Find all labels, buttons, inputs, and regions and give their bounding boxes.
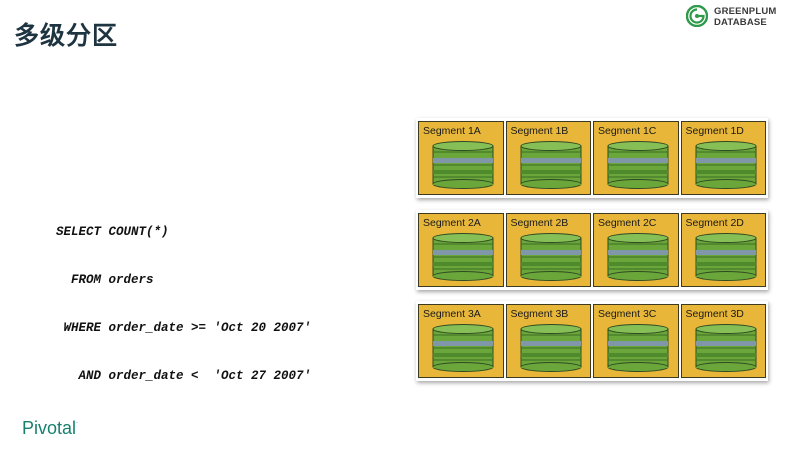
segment-cell: Segment 3C [593, 304, 679, 378]
sql-query: SELECT COUNT(*) FROM orders WHERE order_… [56, 192, 311, 400]
logo-text: GREENPLUM DATABASE [714, 6, 777, 28]
database-disk-icon [432, 140, 494, 190]
segment-row-2: Segment 2A Segment 2B Segment 2C [416, 210, 768, 290]
segment-cell: Segment 3A [418, 304, 504, 378]
segment-row-cells: Segment 3A Segment 3B Segment 3C [418, 304, 766, 378]
segment-row-cells: Segment 2A Segment 2B Segment 2C [418, 213, 766, 287]
logo-line1: GREENPLUM [714, 6, 777, 17]
segment-label: Segment 3D [686, 308, 744, 320]
database-disk-icon [432, 232, 494, 282]
segment-row-1: Segment 1A Segment 1B Segment 1C [416, 118, 768, 198]
database-disk-icon [695, 140, 757, 190]
segment-label: Segment 1D [686, 125, 744, 137]
database-disk-icon [695, 232, 757, 282]
segment-cell: Segment 3B [506, 304, 592, 378]
segment-label: Segment 2B [511, 217, 569, 229]
segment-cell: Segment 2A [418, 213, 504, 287]
segment-label: Segment 1C [598, 125, 656, 137]
greenplum-circle-icon [686, 5, 708, 27]
database-disk-icon [607, 323, 669, 373]
brand-name: Pivotal [22, 418, 76, 438]
segment-label: Segment 2D [686, 217, 744, 229]
database-disk-icon [520, 232, 582, 282]
sql-line: AND order_date < 'Oct 27 2007' [56, 368, 311, 384]
greenplum-logo: GREENPLUM DATABASE [686, 5, 798, 31]
segment-label: Segment 1A [423, 125, 481, 137]
brand-mark: . [76, 418, 78, 425]
segment-row-3: Segment 3A Segment 3B Segment 3C [416, 301, 768, 381]
segment-label: Segment 3A [423, 308, 481, 320]
segment-label: Segment 2A [423, 217, 481, 229]
segment-cell: Segment 3D [681, 304, 767, 378]
database-disk-icon [432, 323, 494, 373]
database-disk-icon [607, 232, 669, 282]
segment-row-cells: Segment 1A Segment 1B Segment 1C [418, 121, 766, 195]
sql-line: WHERE order_date >= 'Oct 20 2007' [56, 320, 311, 336]
database-disk-icon [695, 323, 757, 373]
database-disk-icon [520, 323, 582, 373]
segment-cell: Segment 1B [506, 121, 592, 195]
segment-label: Segment 3B [511, 308, 569, 320]
segment-cell: Segment 1A [418, 121, 504, 195]
segment-cell: Segment 2B [506, 213, 592, 287]
sql-line: SELECT COUNT(*) [56, 224, 311, 240]
database-disk-icon [520, 140, 582, 190]
segment-cell: Segment 2D [681, 213, 767, 287]
sql-line: FROM orders [56, 272, 311, 288]
logo-line2: DATABASE [714, 17, 777, 28]
database-disk-icon [607, 140, 669, 190]
segment-cell: Segment 1C [593, 121, 679, 195]
page-title: 多级分区 [14, 16, 118, 52]
segment-label: Segment 1B [511, 125, 569, 137]
segment-label: Segment 3C [598, 308, 656, 320]
segment-label: Segment 2C [598, 217, 656, 229]
segment-cell: Segment 1D [681, 121, 767, 195]
segment-cell: Segment 2C [593, 213, 679, 287]
pivotal-logo: Pivotal. [22, 418, 78, 439]
